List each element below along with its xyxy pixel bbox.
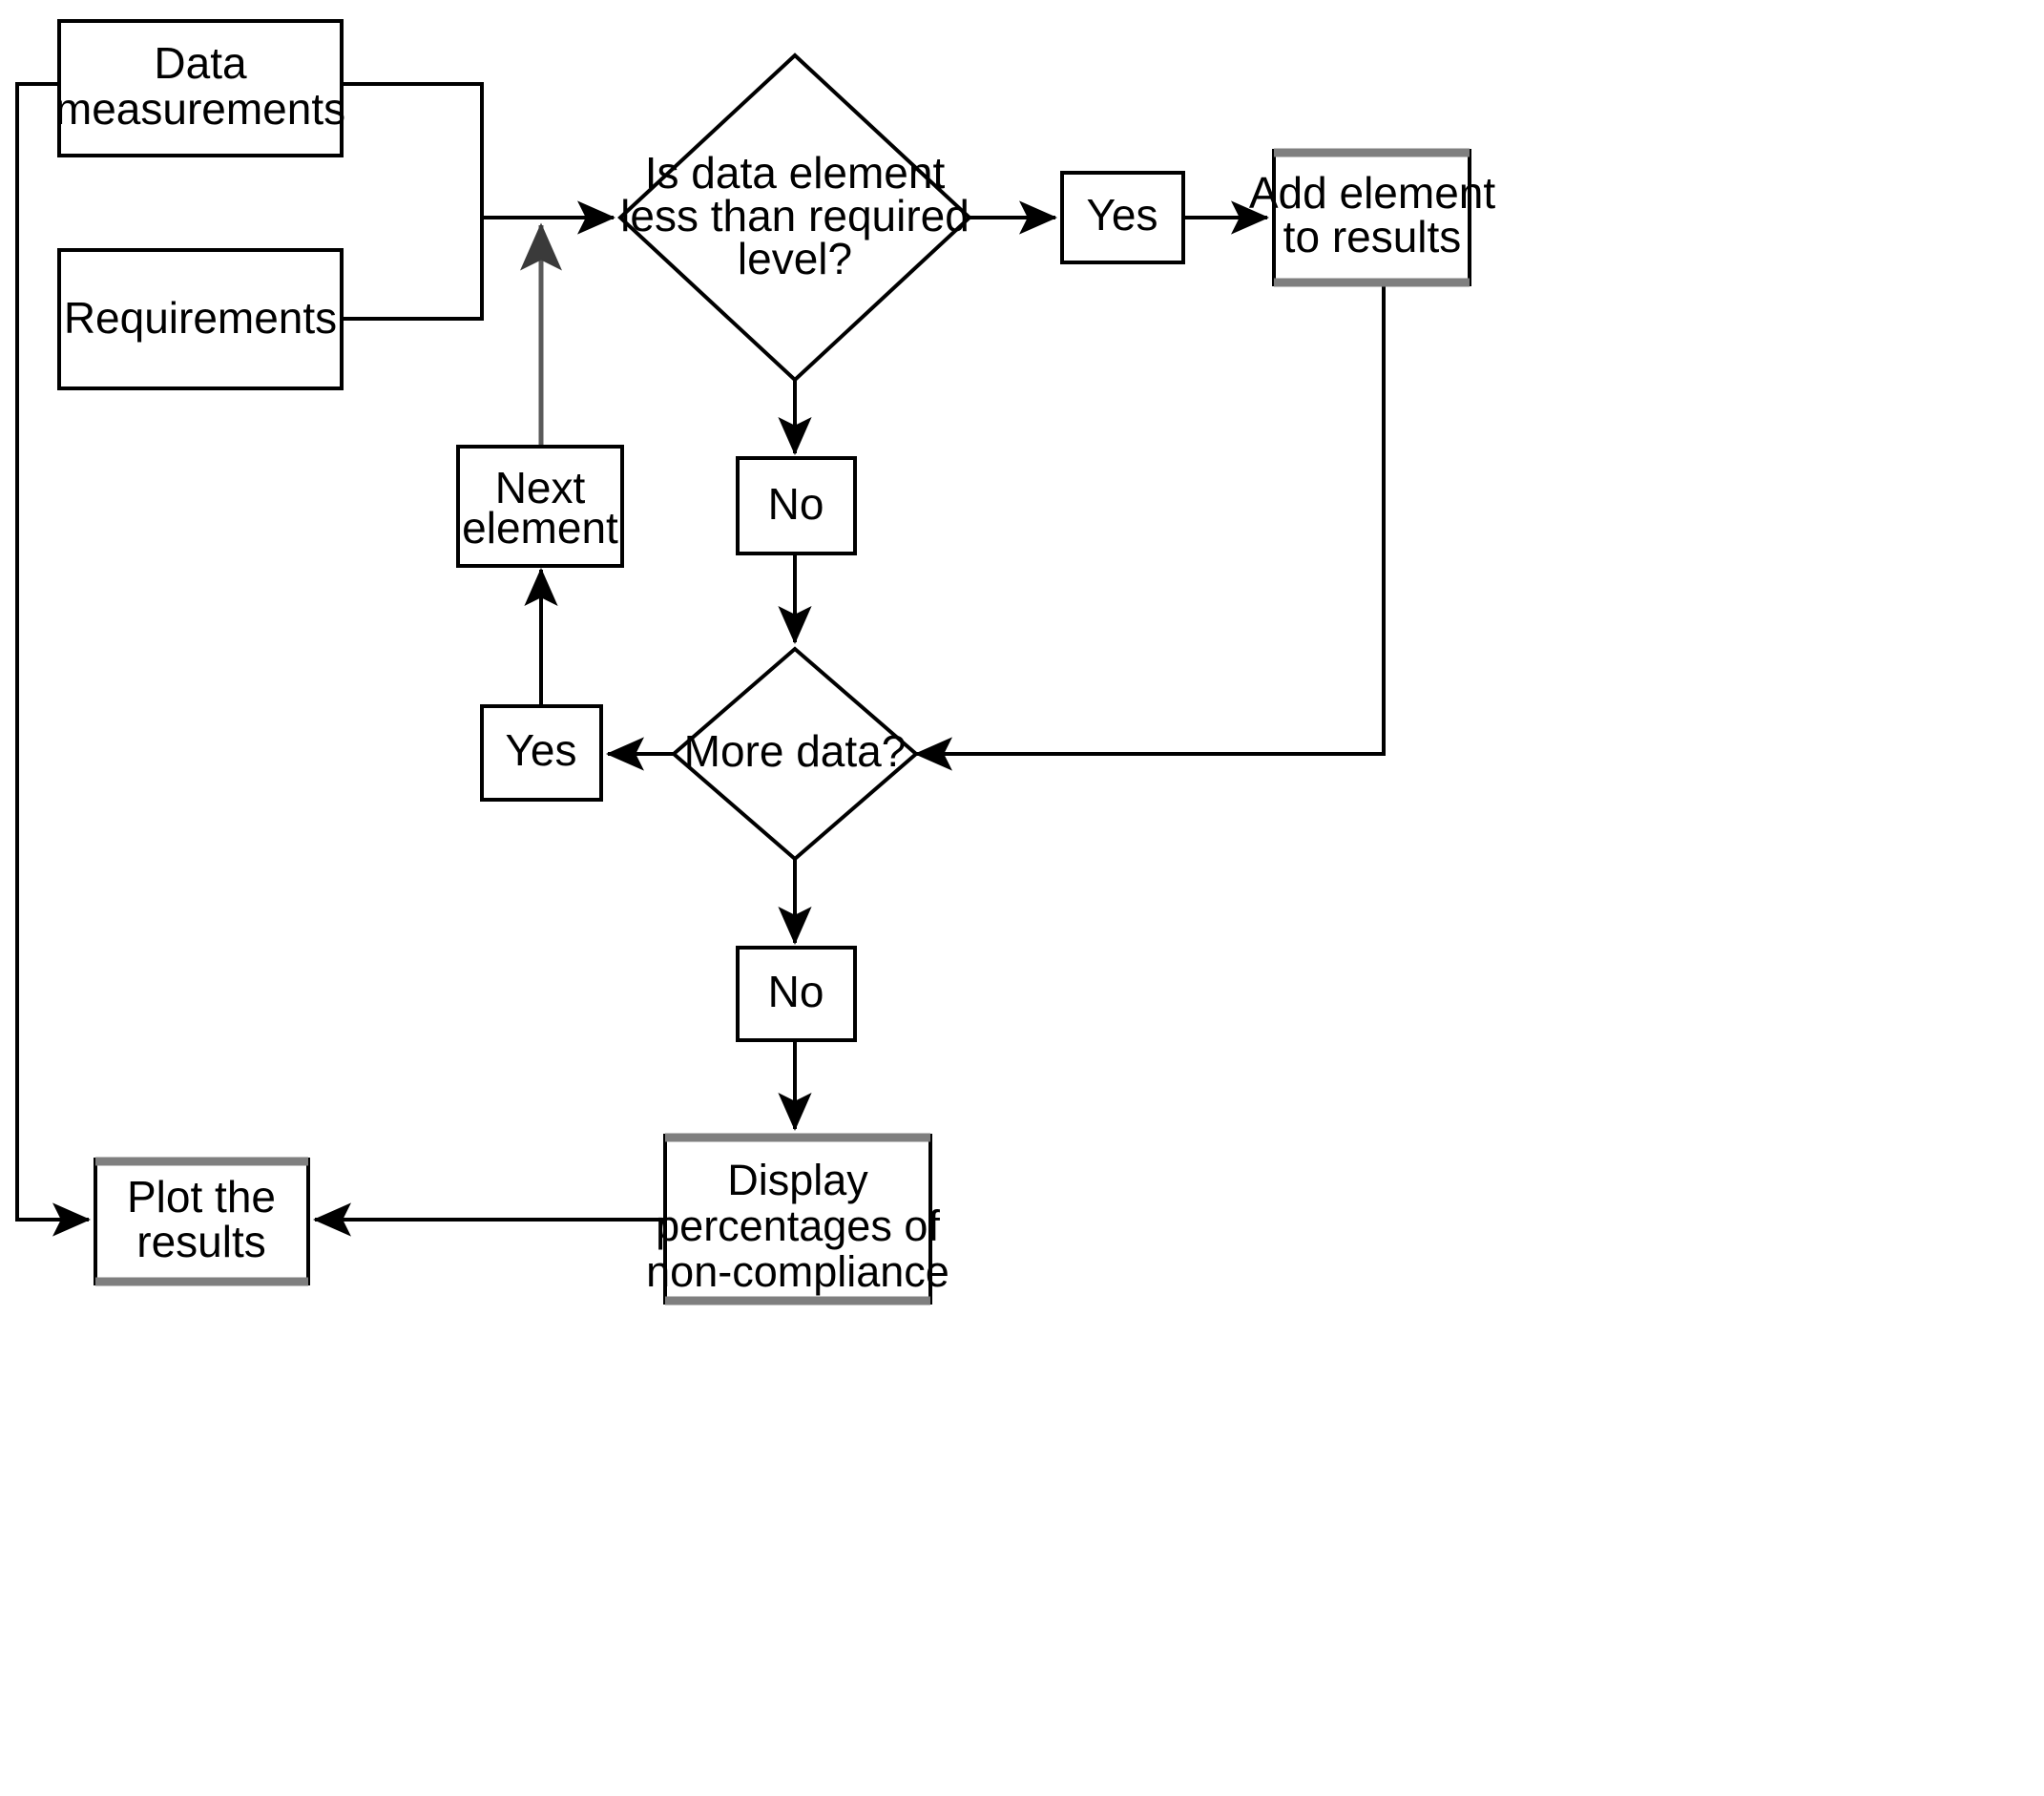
node-add-element-label-line2: to results (1283, 212, 1462, 261)
node-decision-more-label: More data? (684, 726, 907, 776)
node-next-element-label-line2: element (462, 503, 618, 553)
node-add-element[interactable]: Add element to results (1249, 148, 1495, 287)
node-yes-upper[interactable]: Yes (1060, 171, 1185, 264)
edge-requirements-to-decision (342, 218, 484, 321)
node-no-upper-label: No (768, 479, 824, 529)
node-data-measurements-label-line1: Data (154, 38, 247, 88)
node-plot-results-label-line1: Plot the (127, 1172, 276, 1222)
node-requirements-label: Requirements (64, 293, 337, 343)
edge-add-element-to-decision-more (914, 286, 1386, 771)
node-decision-level-label-line1: Is data element (645, 148, 946, 198)
edge-data-measurements-to-decision (342, 82, 615, 235)
node-yes-lower[interactable]: Yes (480, 704, 603, 802)
node-add-element-label-line1: Add element (1249, 168, 1495, 218)
node-decision-level-label-line3: level? (738, 234, 852, 283)
node-decision-more[interactable]: More data? (670, 646, 920, 862)
node-decision-level-label-line2: less than required (620, 191, 970, 240)
node-requirements[interactable]: Requirements (57, 248, 344, 390)
node-next-element[interactable]: Next element (456, 445, 624, 568)
node-yes-upper-label: Yes (1086, 190, 1158, 240)
node-display-percentages-label-line3: non-compliance (646, 1247, 949, 1296)
node-no-lower[interactable]: No (736, 946, 857, 1042)
node-decision-level[interactable]: Is data element less than required level… (617, 52, 972, 383)
node-next-element-label-line1: Next (495, 463, 586, 512)
node-display-percentages[interactable]: Display percentages of non-compliance (646, 1133, 949, 1305)
node-plot-results[interactable]: Plot the results (94, 1157, 310, 1286)
node-yes-lower-label: Yes (505, 725, 576, 775)
node-no-upper[interactable]: No (736, 456, 857, 555)
node-display-percentages-label-line1: Display (727, 1156, 868, 1204)
node-no-lower-label: No (768, 967, 824, 1016)
node-display-percentages-label-line2: percentages of (656, 1201, 940, 1250)
node-data-measurements[interactable]: Data measurements (55, 19, 345, 157)
node-plot-results-label-line2: results (136, 1217, 265, 1266)
edge-data-measurements-to-plot-results (15, 82, 91, 1237)
node-data-measurements-label-line2: measurements (55, 84, 345, 134)
